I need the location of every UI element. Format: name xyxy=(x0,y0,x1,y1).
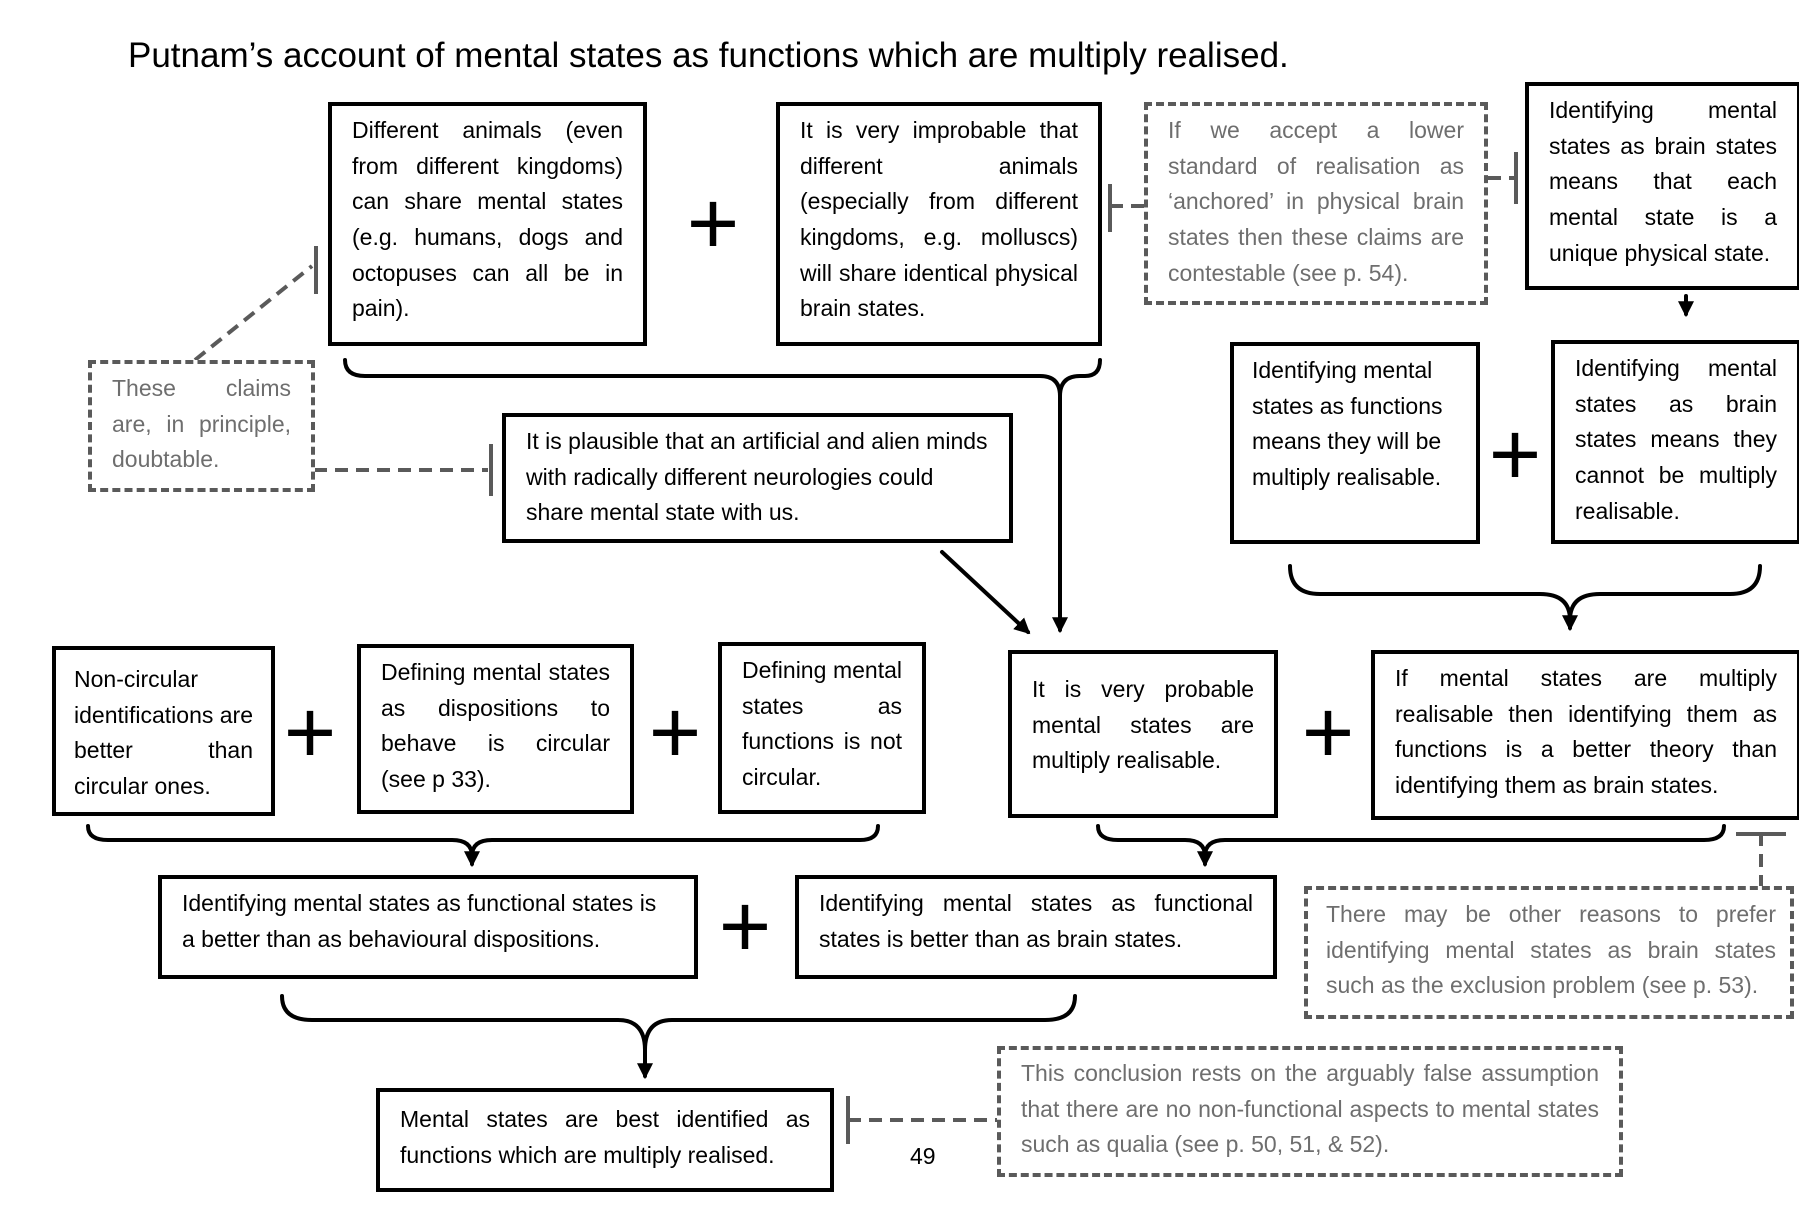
box-very-probable: It is very probable mental states are mu… xyxy=(1008,650,1278,818)
plus-sign: + xyxy=(1488,405,1542,505)
brace-mid-left xyxy=(86,824,880,857)
plus-sign: + xyxy=(283,683,337,783)
box-functions-not-circular: Defining mental states as functions is n… xyxy=(718,642,926,814)
box-functional-vs-brain: Identifying mental states as functional … xyxy=(795,875,1277,979)
page-number: 49 xyxy=(910,1143,936,1169)
box-qualia-assumption: This conclusion rests on the arguably fa… xyxy=(997,1046,1623,1177)
box-unique-physical: Identifying mental states as brain state… xyxy=(1525,82,1799,290)
plus-sign: + xyxy=(718,877,772,977)
box-conclusion: Mental states are best identified as fun… xyxy=(376,1088,834,1192)
diagram-title: Putnam’s account of mental states as fun… xyxy=(128,36,1289,75)
box-functional-vs-behavioural: Identifying mental states as functional … xyxy=(158,875,698,979)
box-cannot-multiply: Identifying mental states as brain state… xyxy=(1551,340,1799,544)
plus-sign: + xyxy=(648,683,702,783)
plus-sign: + xyxy=(686,174,740,274)
arrow-plausible-to-probable xyxy=(940,550,1031,635)
box-better-theory: If mental states are multiply realisable… xyxy=(1371,650,1799,820)
box-non-circular: Non-circular identifications are better … xyxy=(52,646,275,816)
box-dispositions-circular: Defining mental states as dispositions t… xyxy=(357,644,634,814)
box-doubtable: These claims are, in principle, doubtabl… xyxy=(88,360,315,492)
box-improbable-identical: It is very improbable that different ani… xyxy=(776,102,1102,346)
box-different-animals: Different animals (even from different k… xyxy=(328,102,647,346)
box-other-reasons: There may be other reasons to prefer ide… xyxy=(1304,886,1794,1019)
box-lower-standard: If we accept a lower standard of realisa… xyxy=(1144,102,1488,305)
objection-line-doubtable-a xyxy=(193,264,314,362)
plus-sign: + xyxy=(1301,683,1355,783)
box-plausible-alien: It is plausible that an artificial and a… xyxy=(502,413,1013,543)
brace-right xyxy=(1288,564,1762,621)
brace-bottom xyxy=(280,994,1077,1051)
box-functions-multiply: Identifying mental states as functions m… xyxy=(1230,342,1480,544)
brace-mid-right xyxy=(1096,824,1726,857)
brace-top-left xyxy=(343,358,1102,397)
